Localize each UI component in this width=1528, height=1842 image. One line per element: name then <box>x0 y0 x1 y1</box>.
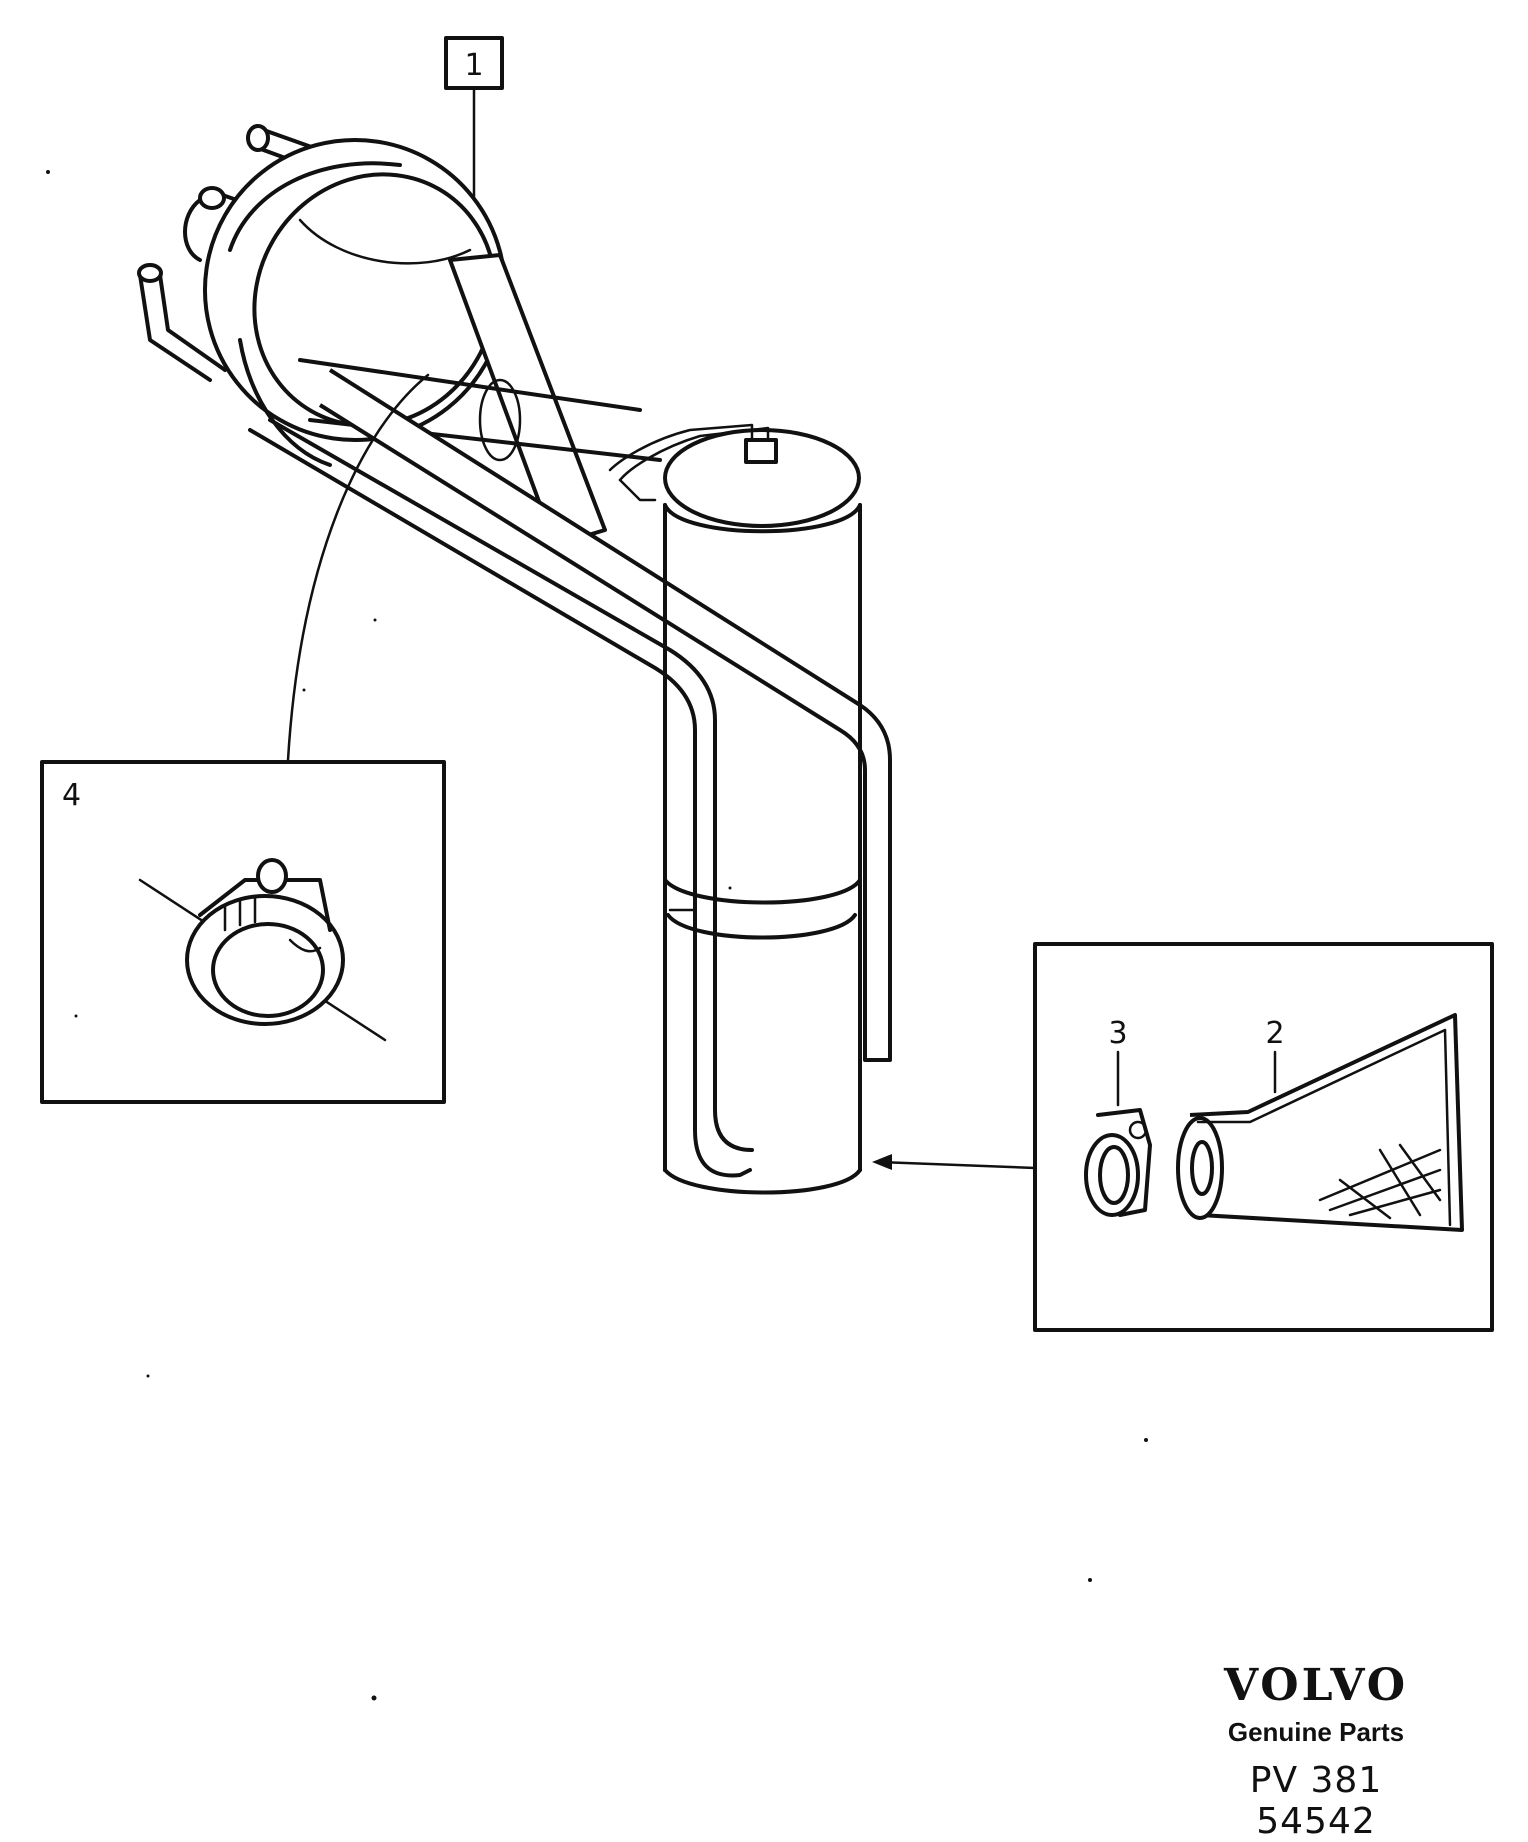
hose-clamp-icon <box>138 858 387 1042</box>
callout-4-label: 4 <box>62 778 81 813</box>
detail-2-3-arrow <box>872 1154 1037 1170</box>
scan-dots <box>46 170 1148 1701</box>
detail-box-4[interactable]: 4 <box>40 760 446 1104</box>
callout-2-label: 2 <box>1265 1016 1284 1051</box>
brand-block: VOLVO Genuine Parts PV 381 54542 <box>1186 1660 1446 1842</box>
clamp-icon <box>1084 1108 1152 1217</box>
brand-tagline: Genuine Parts <box>1227 1717 1405 1747</box>
callout-1-label: 1 <box>464 48 483 83</box>
callout-3-label: 3 <box>1108 1016 1127 1051</box>
fuel-pump-assembly <box>137 124 892 1195</box>
callout-1[interactable]: 1 <box>444 36 504 202</box>
detail-4-leader <box>286 373 430 762</box>
strainer-icon <box>1176 1013 1464 1232</box>
volvo-logo: VOLVO <box>1223 1660 1409 1711</box>
detail-box-2-3[interactable]: 3 2 <box>1033 942 1494 1332</box>
drawing-code: PV 381 54542 <box>1249 1760 1383 1842</box>
